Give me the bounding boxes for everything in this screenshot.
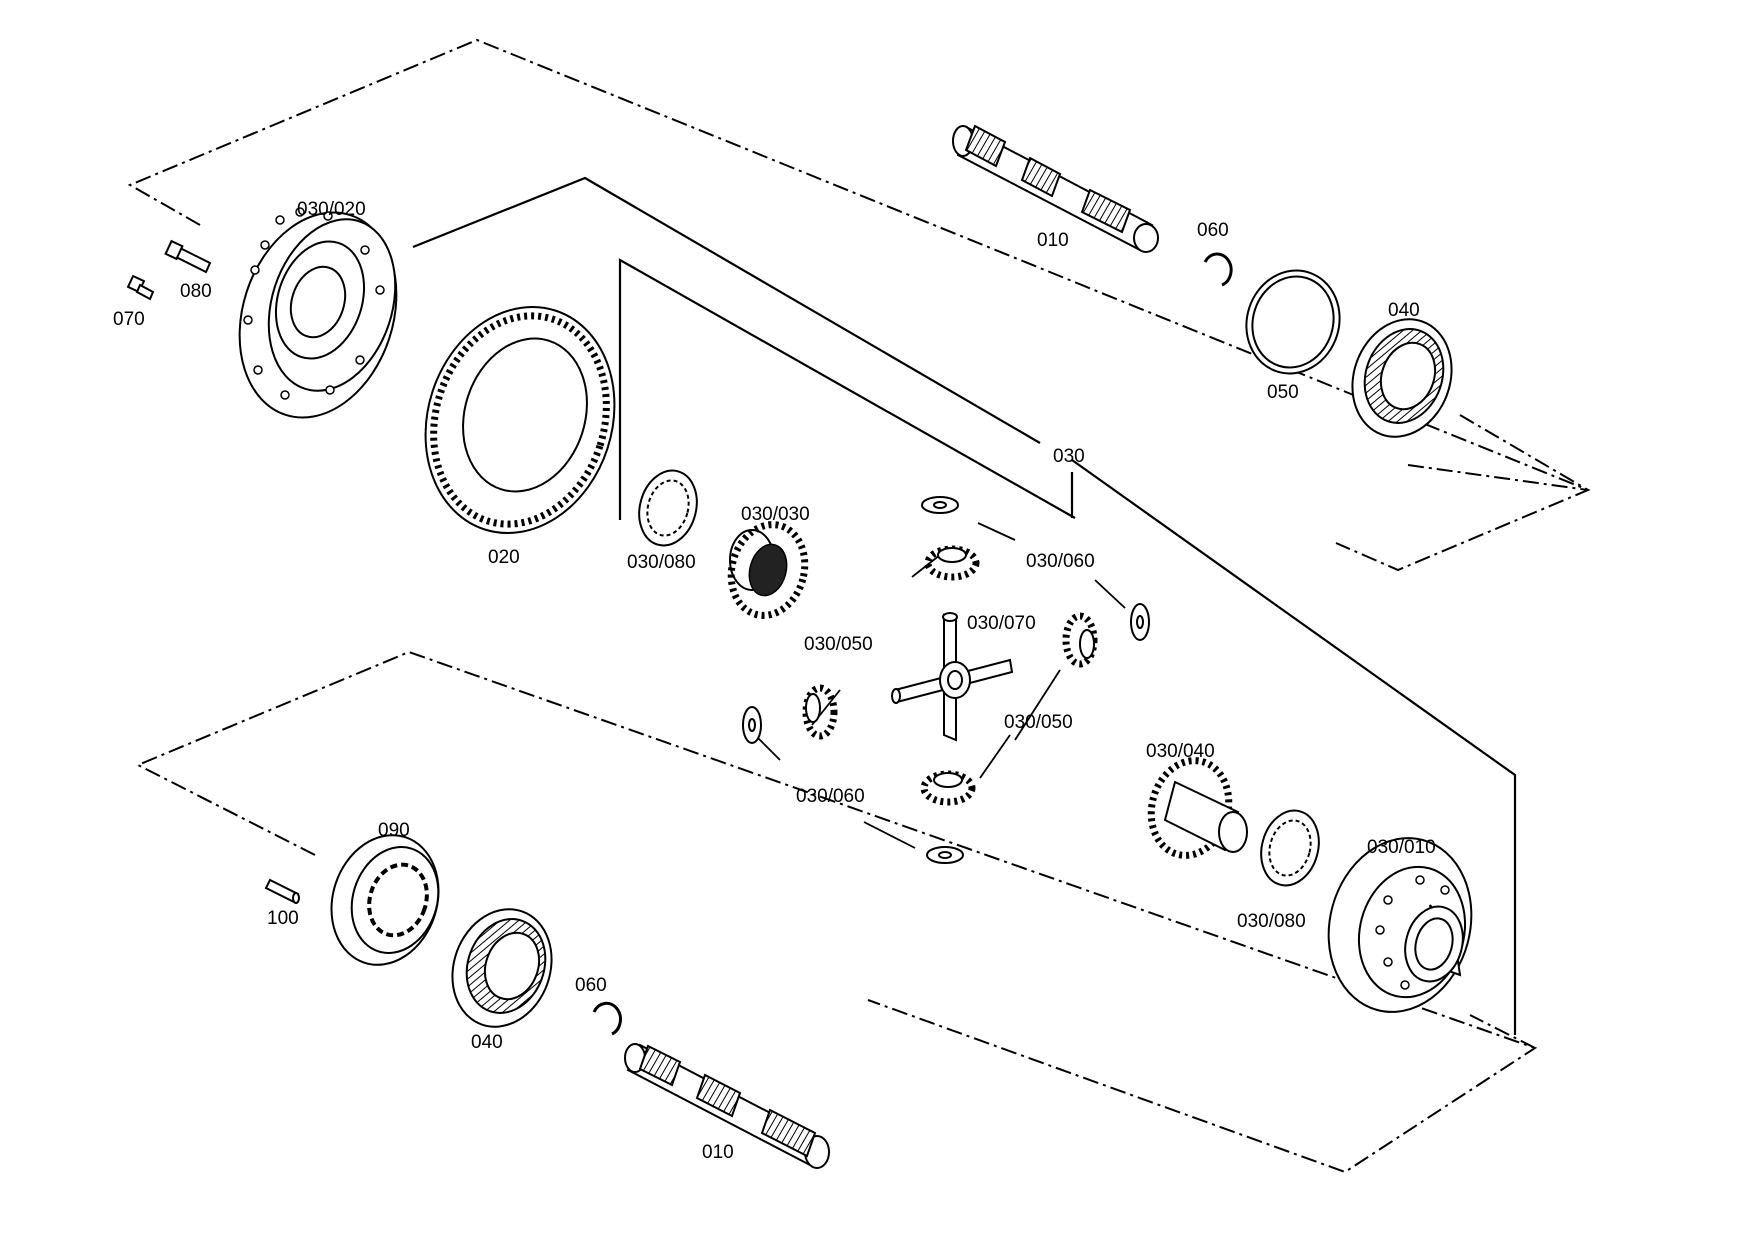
thrust-washer-right (1260, 809, 1320, 887)
bottom-assembly-boundary (135, 650, 1538, 1174)
top-assembly-boundary (127, 38, 1591, 572)
circlip-bottom (592, 1001, 622, 1036)
side-gear-left (727, 521, 809, 619)
label-030-070: 030/070 (967, 613, 1036, 634)
label-020: 020 (488, 547, 520, 568)
label-030-060-left: 030/060 (796, 786, 865, 807)
label-030-020: 030/020 (297, 199, 366, 220)
label-030-080-right: 030/080 (1237, 911, 1306, 932)
label-030-010: 030/010 (1367, 837, 1436, 858)
circlip-top (1203, 252, 1233, 287)
label-030: 030 (1053, 446, 1085, 467)
label-070: 070 (113, 309, 145, 330)
thrust-washer-left (638, 469, 698, 547)
label-060-top: 060 (1197, 220, 1229, 241)
label-040-top: 040 (1388, 300, 1420, 321)
differential-cover (238, 207, 398, 419)
o-ring (1245, 269, 1341, 375)
label-100: 100 (267, 908, 299, 929)
bolt-080 (164, 239, 212, 274)
label-030-080-left: 030/080 (627, 552, 696, 573)
label-030-050-right: 030/050 (1004, 712, 1073, 733)
label-010-top: 010 (1037, 230, 1069, 251)
label-050: 050 (1267, 382, 1299, 403)
pinion-gear-top (924, 545, 980, 581)
label-030-060-right: 030/060 (1026, 551, 1095, 572)
group-030-inner-frame (618, 258, 1076, 520)
screw-070 (126, 274, 155, 301)
pinion-gear-left (802, 684, 838, 740)
axle-shaft-bottom (624, 1043, 830, 1169)
label-090: 090 (378, 820, 410, 841)
label-060-bottom: 060 (575, 975, 607, 996)
splined-ring (330, 834, 440, 966)
label-010-bottom: 010 (702, 1142, 734, 1163)
differential-housing (1327, 837, 1473, 1013)
callout-labels: 030/020 080 070 010 060 050 040 020 030 … (113, 199, 1436, 1163)
group-030-outer-frame (412, 176, 1517, 1035)
assembly-boundary-lines (127, 38, 1591, 1174)
label-080: 080 (180, 281, 212, 302)
label-030-030: 030/030 (741, 504, 810, 525)
label-040-bottom: 040 (471, 1032, 503, 1053)
pin-100 (264, 878, 300, 904)
bearing-bottom (451, 908, 553, 1028)
label-030-040: 030/040 (1146, 741, 1215, 762)
top-assembly-boundary-edge (1459, 414, 1589, 491)
pinion-gear-right (1062, 612, 1098, 668)
pinion-gear-bottom (920, 770, 976, 806)
label-030-050-left: 030/050 (804, 634, 873, 655)
differential-spider (891, 612, 1014, 742)
axle-shaft-top (952, 124, 1159, 253)
pinion-washers (742, 496, 1150, 864)
crown-wheel (424, 305, 616, 535)
side-gear-right (1147, 757, 1248, 859)
bearing-top (1351, 318, 1453, 438)
